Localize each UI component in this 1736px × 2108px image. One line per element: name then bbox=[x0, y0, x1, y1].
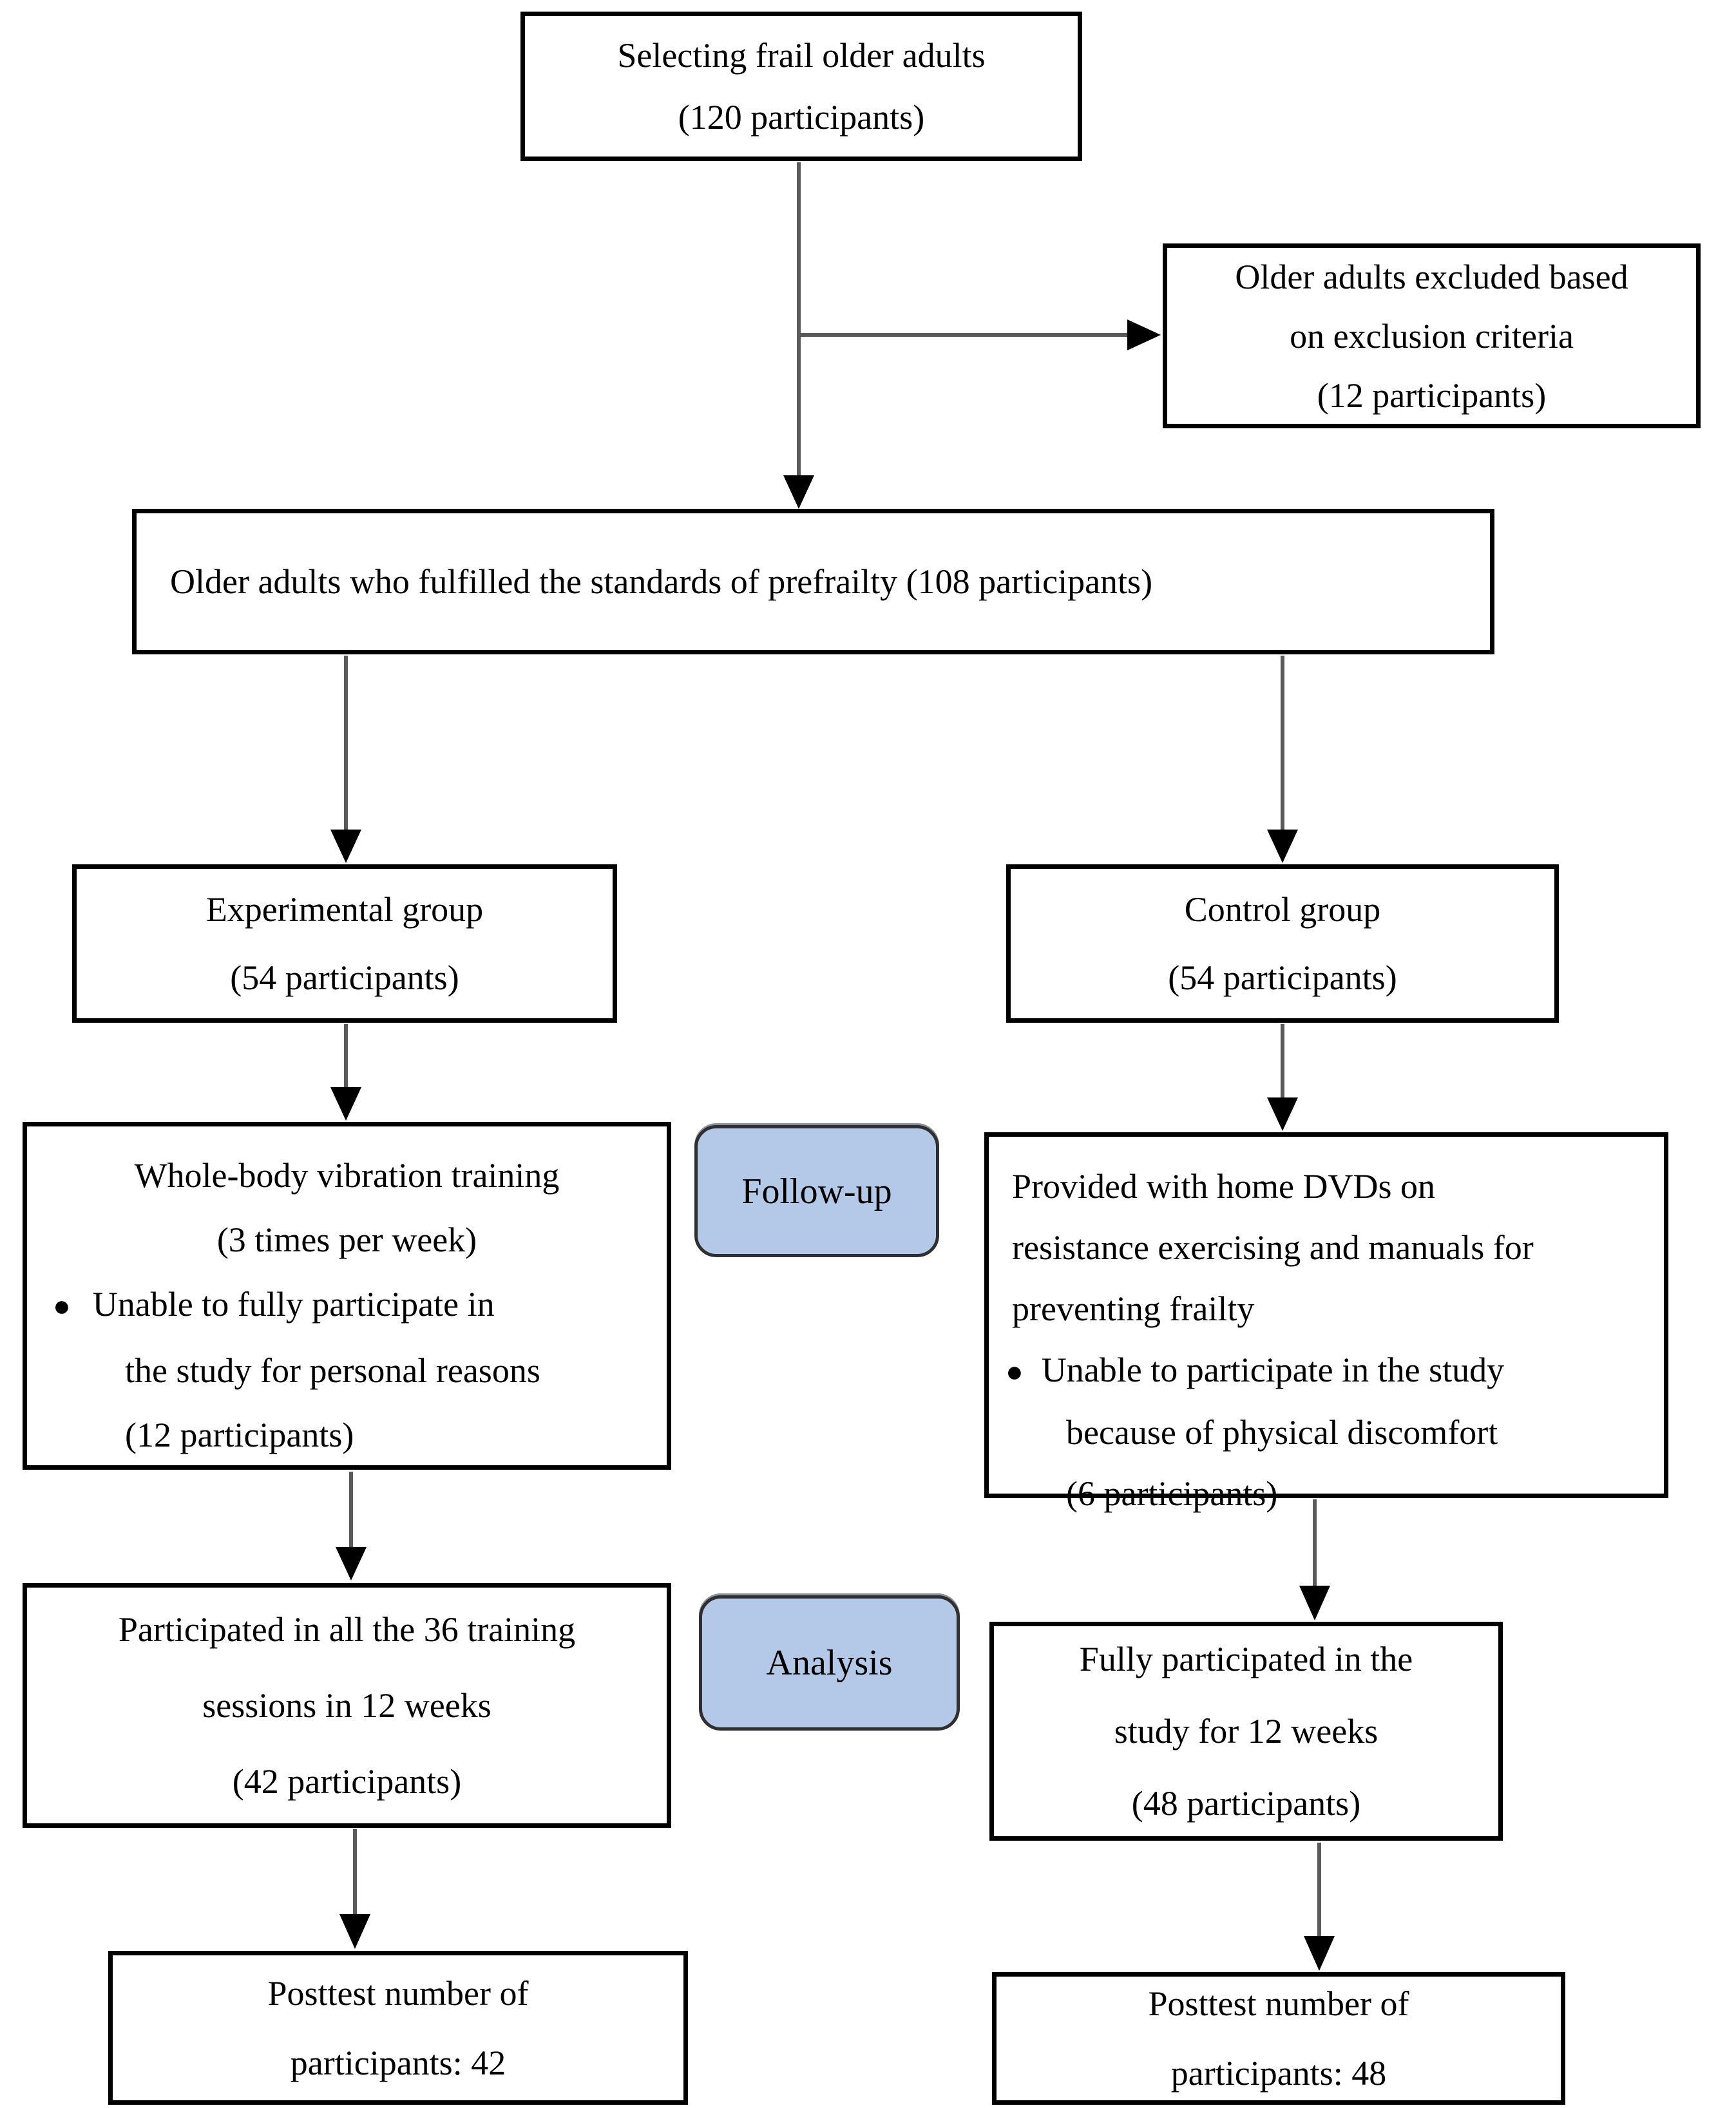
arrow-down-icon bbox=[1267, 1097, 1298, 1131]
posttest-right-line-1: Posttest number of bbox=[1148, 1984, 1409, 2023]
wbv-line-2: (3 times per week) bbox=[216, 1220, 477, 1259]
dvd-bullet-line-3: (6 participants) bbox=[1066, 1474, 1278, 1513]
analysis-left-box: Participated in all the 36 training sess… bbox=[23, 1583, 671, 1828]
wbv-bullet-line-3: (12 participants) bbox=[125, 1416, 354, 1454]
control-line-2: (54 participants) bbox=[1168, 958, 1397, 997]
analysis-left-line-2: sessions in 12 weeks bbox=[202, 1686, 491, 1725]
dvd-line-2: resistance exercising and manuals for bbox=[1012, 1228, 1534, 1267]
dvd-bullet-line-2: because of physical discomfort bbox=[1066, 1413, 1498, 1452]
analysis-left-line-3: (42 participants) bbox=[232, 1762, 462, 1801]
experimental-line-1: Experimental group bbox=[205, 890, 484, 929]
selection-line-2: (120 participants) bbox=[678, 98, 925, 137]
arrow-down-icon bbox=[783, 475, 814, 509]
posttest-left-line-1: Posttest number of bbox=[267, 1973, 529, 2013]
followup-stage-label: Follow-up bbox=[741, 1171, 892, 1211]
control-group-box: Control group (54 participants) bbox=[1006, 864, 1559, 1023]
analysis-right-line-2: study for 12 weeks bbox=[1114, 1712, 1378, 1751]
dvd-line-3: preventing frailty bbox=[1012, 1289, 1255, 1328]
excluded-line-3: (12 participants) bbox=[1317, 375, 1547, 415]
arrow-down-icon bbox=[1304, 1936, 1335, 1971]
posttest-left-line-2: participants: 42 bbox=[290, 2043, 506, 2082]
wbv-bullet-line-2: the study for personal reasons bbox=[125, 1351, 540, 1390]
analysis-stage-pill: Analysis bbox=[699, 1595, 960, 1731]
wbv-bullet-line-1: ● Unable to fully participate in bbox=[27, 1272, 667, 1338]
posttest-right-line-2: participants: 48 bbox=[1170, 2054, 1387, 2093]
followup-stage-pill: Follow-up bbox=[694, 1125, 939, 1257]
prefrailty-box: Older adults who fulfilled the standards… bbox=[132, 509, 1494, 654]
control-line-1: Control group bbox=[1184, 890, 1381, 929]
arrow-down-icon bbox=[339, 1914, 370, 1949]
posttest-right-box: Posttest number of participants: 48 bbox=[992, 1972, 1565, 2105]
dvd-bullet-line-1: ● Unable to participate in the study bbox=[989, 1340, 1664, 1402]
selection-line-1: Selecting frail older adults bbox=[617, 36, 986, 75]
dvd-line-1: Provided with home DVDs on bbox=[1012, 1167, 1435, 1206]
experimental-group-box: Experimental group (54 participants) bbox=[72, 864, 617, 1023]
bullet-icon: ● bbox=[1006, 1355, 1024, 1388]
analysis-right-box: Fully participated in the study for 12 w… bbox=[989, 1622, 1503, 1841]
experimental-line-2: (54 participants) bbox=[230, 958, 459, 997]
excluded-box: Older adults excluded based on exclusion… bbox=[1163, 243, 1701, 428]
analysis-stage-label: Analysis bbox=[766, 1643, 893, 1683]
wbv-training-box: Whole-body vibration training (3 times p… bbox=[23, 1122, 671, 1470]
wbv-line-1: Whole-body vibration training bbox=[134, 1156, 560, 1195]
analysis-right-line-1: Fully participated in the bbox=[1079, 1640, 1413, 1678]
posttest-left-box: Posttest number of participants: 42 bbox=[108, 1951, 688, 2105]
arrow-down-icon bbox=[330, 1087, 361, 1121]
arrow-right-icon bbox=[1127, 319, 1161, 350]
selection-box: Selecting frail older adults (120 partic… bbox=[520, 12, 1082, 161]
dvd-box: Provided with home DVDs on resistance ex… bbox=[984, 1132, 1668, 1513]
arrow-down-icon bbox=[1299, 1586, 1330, 1620]
dvd-bullet-text-1: Unable to participate in the study bbox=[1041, 1351, 1505, 1389]
arrow-down-icon bbox=[330, 830, 361, 863]
wbv-bullet-text-1: Unable to fully participate in bbox=[92, 1285, 495, 1324]
arrow-down-icon bbox=[1267, 830, 1298, 863]
prefrailty-line-1: Older adults who fulfilled the standards… bbox=[170, 562, 1153, 601]
excluded-line-1: Older adults excluded based bbox=[1235, 257, 1628, 296]
bullet-icon: ● bbox=[53, 1289, 71, 1322]
analysis-left-line-1: Participated in all the 36 training bbox=[118, 1610, 576, 1649]
arrow-down-icon bbox=[336, 1547, 367, 1581]
excluded-line-2: on exclusion criteria bbox=[1290, 316, 1574, 356]
analysis-right-line-3: (48 participants) bbox=[1131, 1784, 1361, 1823]
